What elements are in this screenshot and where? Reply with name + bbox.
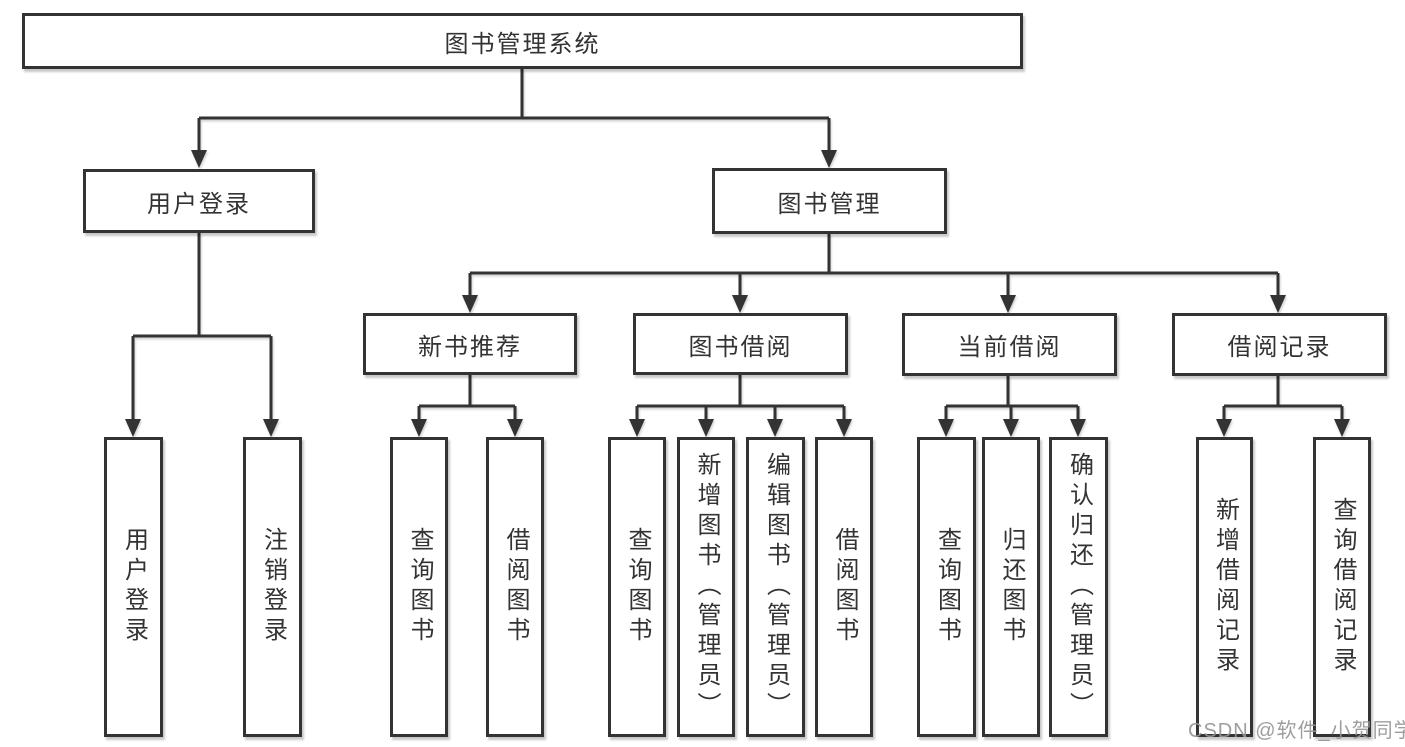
node-book-management-branch: 图书管理 bbox=[712, 168, 947, 234]
csdn-watermark: CSDN @软件_小贺同学 bbox=[1188, 720, 1405, 742]
arrowheads bbox=[125, 150, 1350, 437]
leaf-return-books: 归还图书 bbox=[982, 437, 1040, 737]
node-label: 用户登录 bbox=[147, 190, 251, 218]
leaf-logout: 注销登录 bbox=[243, 437, 302, 737]
leaf-query-books-current: 查询图书 bbox=[917, 437, 976, 737]
leaf-label: 新增借阅记录 bbox=[1211, 497, 1239, 677]
node-label: 当前借阅 bbox=[957, 334, 1062, 361]
leaf-user-login: 用户登录 bbox=[104, 437, 163, 737]
leaf-label: 查询图书 bbox=[624, 527, 651, 647]
node-borrow-records: 借阅记录 bbox=[1172, 313, 1387, 376]
leaf-label: 新增图书（管理员） bbox=[693, 452, 720, 722]
node-book-borrow: 图书借阅 bbox=[633, 313, 848, 375]
node-label: 图书管理 bbox=[777, 190, 882, 218]
leaf-query-books-recommend: 查询图书 bbox=[390, 437, 448, 737]
leaf-add-books-admin: 新增图书（管理员） bbox=[677, 437, 735, 737]
leaf-label: 查询图书 bbox=[406, 527, 433, 647]
leaf-query-books-borrow: 查询图书 bbox=[608, 437, 666, 737]
node-new-book-recommend: 新书推荐 bbox=[363, 313, 577, 375]
leaf-query-borrow-record: 查询借阅记录 bbox=[1313, 437, 1371, 737]
leaf-label: 查询借阅记录 bbox=[1329, 497, 1356, 677]
leaf-label: 确认归还（管理员） bbox=[1065, 452, 1093, 722]
leaf-add-borrow-record: 新增借阅记录 bbox=[1196, 437, 1253, 737]
node-library-management-system: 图书管理系统 bbox=[22, 13, 1023, 69]
node-label: 新书推荐 bbox=[418, 333, 522, 361]
leaf-borrow-books: 借阅图书 bbox=[815, 437, 873, 737]
node-label: 图书管理系统 bbox=[444, 30, 601, 58]
leaf-label: 注销登录 bbox=[259, 527, 287, 647]
node-current-borrow: 当前借阅 bbox=[902, 313, 1117, 376]
leaf-label: 借阅图书 bbox=[831, 527, 858, 647]
leaf-label: 归还图书 bbox=[998, 527, 1025, 647]
leaf-label: 借阅图书 bbox=[502, 527, 529, 647]
node-label: 借阅记录 bbox=[1227, 334, 1332, 361]
node-user-login-branch: 用户登录 bbox=[83, 169, 315, 233]
leaf-label: 查询图书 bbox=[933, 527, 961, 647]
leaf-confirm-return-admin: 确认归还（管理员） bbox=[1049, 437, 1108, 737]
leaf-label: 用户登录 bbox=[120, 527, 148, 647]
leaf-label: 编辑图书（管理员） bbox=[762, 452, 790, 722]
node-label: 图书借阅 bbox=[688, 333, 793, 361]
leaf-edit-books-admin: 编辑图书（管理员） bbox=[746, 437, 805, 737]
leaf-borrow-books-recommend: 借阅图书 bbox=[486, 437, 544, 737]
